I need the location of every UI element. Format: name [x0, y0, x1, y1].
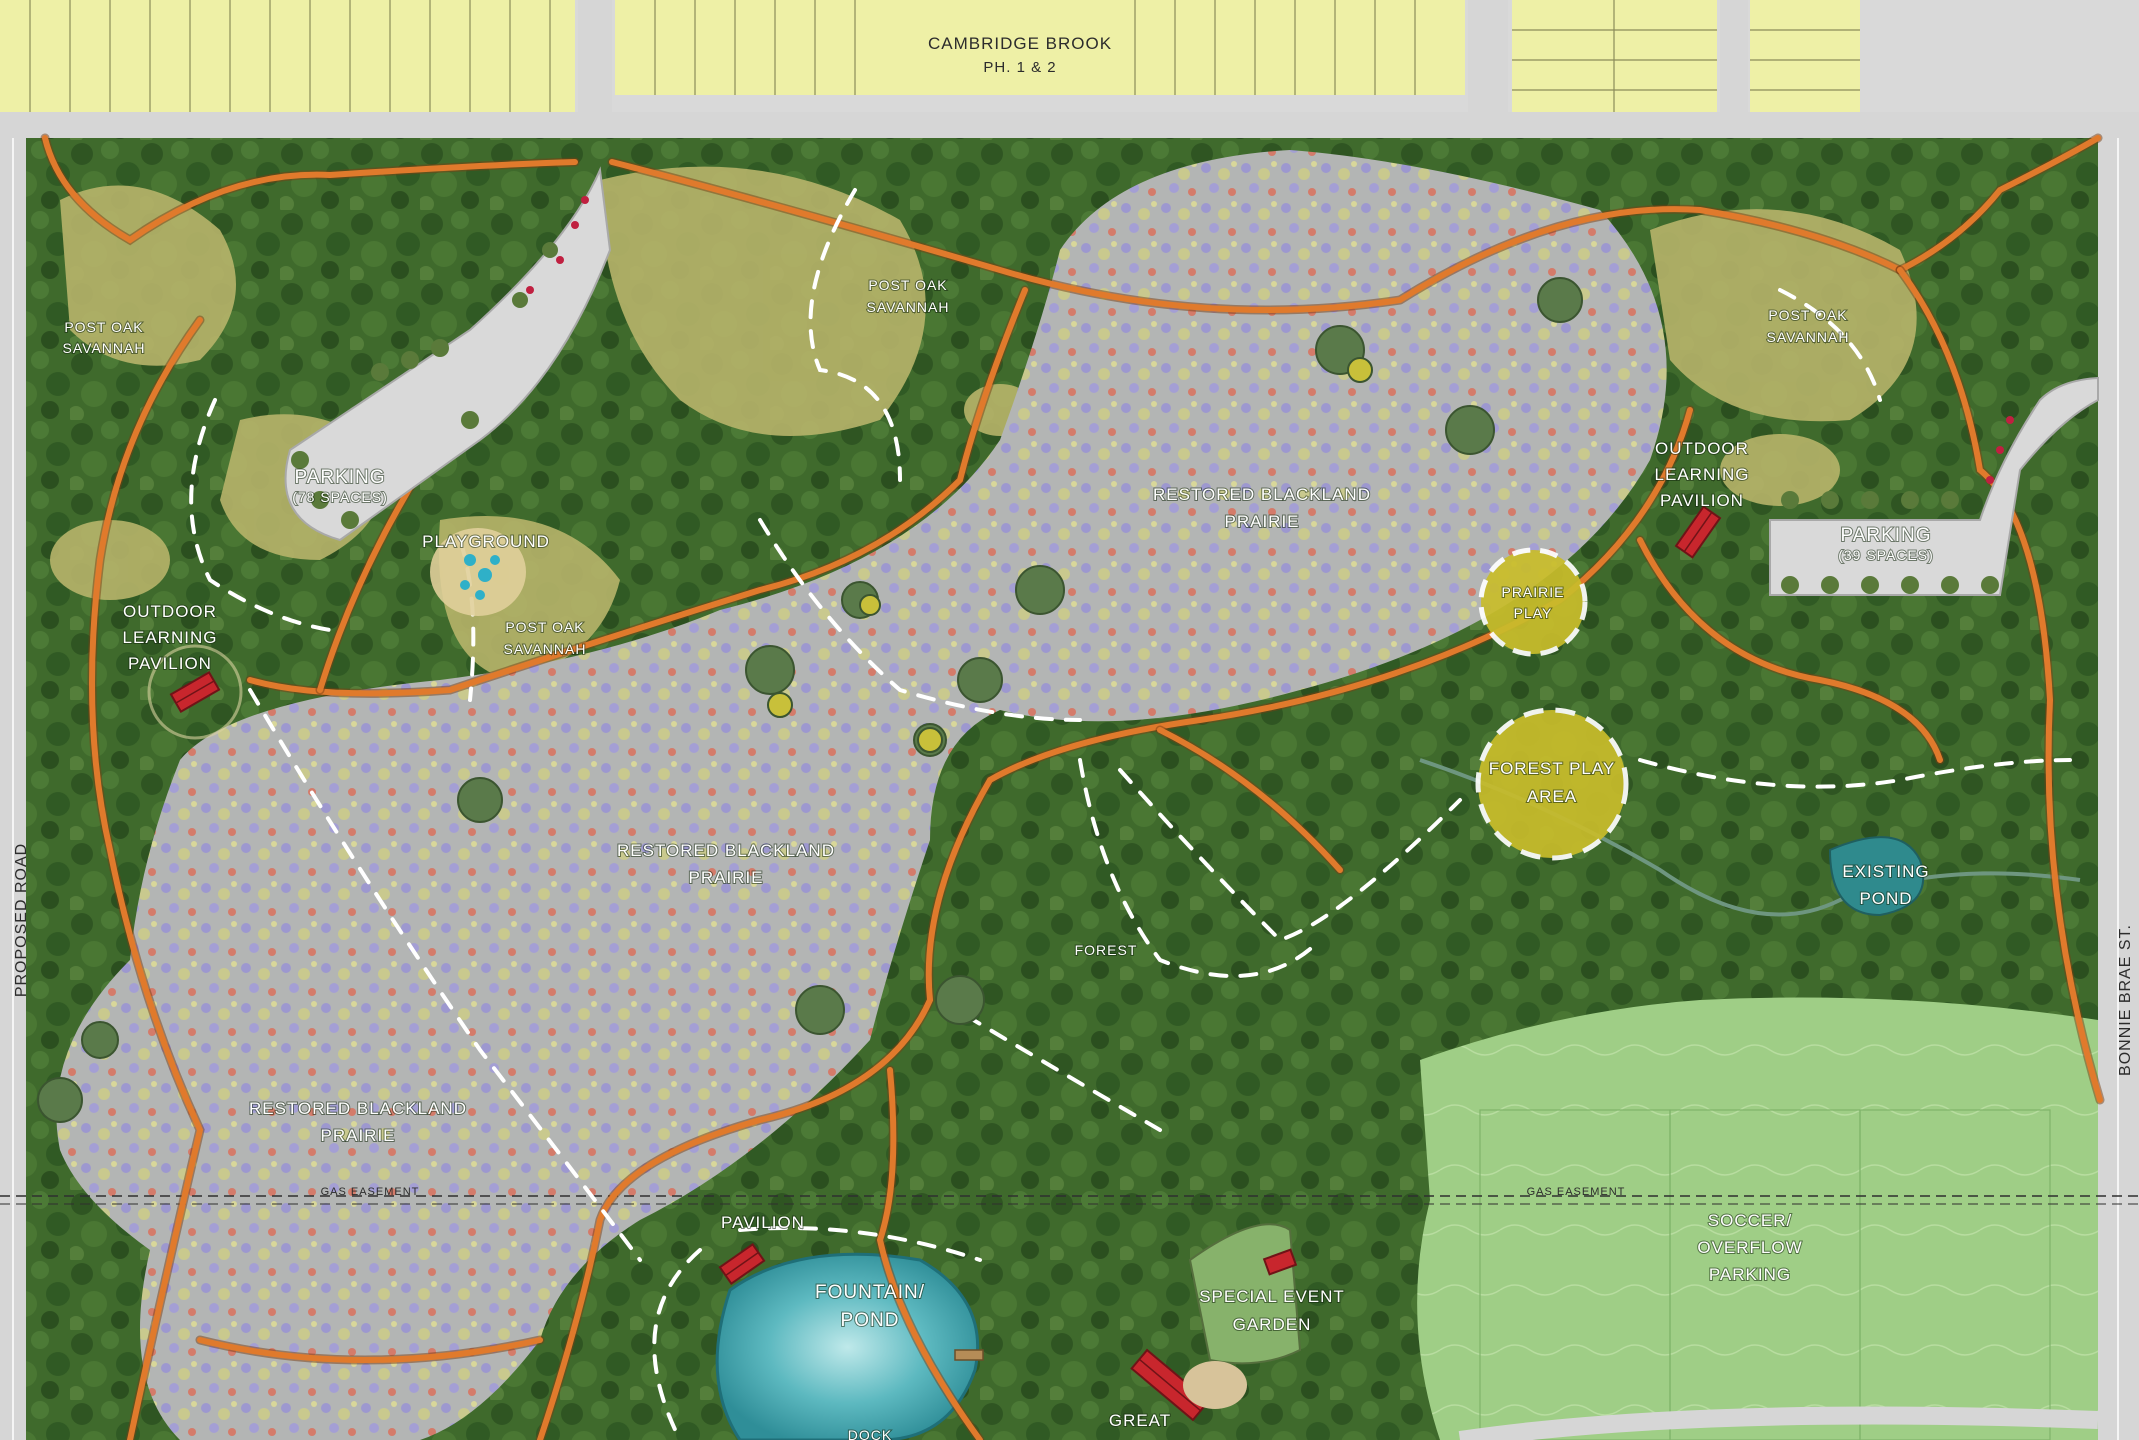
playground	[430, 528, 526, 616]
svg-text:OUTDOOR: OUTDOOR	[123, 602, 217, 621]
svg-text:EXISTING: EXISTING	[1842, 862, 1929, 881]
label-savanna-nw: POST OAK SAVANNAH	[62, 318, 146, 357]
prairie-trees	[37, 277, 1583, 1123]
pavilion-west-structure[interactable]	[169, 670, 221, 714]
existing-pond	[1828, 836, 1925, 917]
svg-text:RESTORED BLACKLAND: RESTORED BLACKLAND	[249, 1099, 467, 1118]
label-parking-west: PARKING (78 SPACES)	[291, 466, 388, 506]
svg-text:SOCCER/: SOCCER/	[1708, 1211, 1792, 1230]
soccer-overflow-field	[1417, 997, 2098, 1440]
label-pavilion-west: OUTDOOR LEARNING PAVILION	[122, 601, 218, 674]
svg-text:POST OAK: POST OAK	[1768, 307, 1847, 323]
label-savanna-north: POST OAK SAVANNAH	[866, 276, 950, 316]
prairie-play-circle[interactable]	[1478, 547, 1588, 657]
svg-text:PARKING: PARKING	[1709, 1265, 1791, 1284]
pavilion-south-structure[interactable]	[718, 1242, 766, 1286]
pavilion-east-structure[interactable]	[1674, 505, 1722, 559]
trail-network	[40, 133, 2105, 1440]
svg-text:POST OAK: POST OAK	[505, 619, 584, 635]
cambridge-brook-lots	[0, 0, 2139, 138]
svg-text:PRAIRIE: PRAIRIE	[688, 868, 763, 887]
label-gas-easement-west: GAS EASEMENT	[321, 1186, 420, 1198]
svg-text:PRAIRIE: PRAIRIE	[1224, 512, 1299, 531]
forest-play-area-circle[interactable]	[1475, 707, 1629, 861]
svg-text:POST OAK: POST OAK	[868, 277, 947, 293]
svg-text:FOUNTAIN/: FOUNTAIN/	[815, 1282, 925, 1303]
svg-text:SAVANNAH: SAVANNAH	[504, 641, 587, 657]
svg-text:PARKING: PARKING	[294, 467, 385, 488]
label-pavilion-east: OUTDOOR LEARNING PAVILION	[1654, 438, 1750, 511]
street-label-proposed-road: PROPOSED ROAD	[13, 843, 30, 997]
label-prairie-sw: RESTORED BLACKLAND PRAIRIE	[248, 1098, 467, 1146]
label-special-event: SPECIAL EVENT GARDEN	[1198, 1286, 1345, 1335]
svg-text:LEARNING: LEARNING	[123, 628, 218, 647]
svg-text:OUTDOOR: OUTDOOR	[1655, 439, 1749, 458]
svg-text:POND: POND	[1859, 889, 1912, 908]
label-savanna-center: POST OAK SAVANNAH	[503, 618, 587, 658]
street-label-bonnie-brae: BONNIE BRAE ST.	[2117, 924, 2134, 1076]
south-road	[1458, 1406, 2099, 1440]
label-forest-play: FOREST PLAY AREA	[1488, 758, 1616, 807]
svg-text:SAVANNAH: SAVANNAH	[867, 299, 950, 315]
parking-lot-west	[284, 166, 612, 542]
svg-text:PLAY: PLAY	[1514, 605, 1553, 621]
label-soccer: SOCCER/ OVERFLOW PARKING	[1696, 1210, 1802, 1285]
label-pavilion-south: PAVILION	[721, 1213, 805, 1232]
great-pavilion-plaza	[1183, 1361, 1247, 1409]
label-prairie-center: RESTORED BLACKLAND PRAIRIE	[616, 840, 835, 888]
restored-blackland-prairie-area	[56, 150, 1667, 1440]
svg-text:(78 SPACES): (78 SPACES)	[292, 489, 388, 505]
svg-text:GARDEN: GARDEN	[1233, 1315, 1312, 1334]
great-pavilion-structure[interactable]	[1130, 1348, 1210, 1422]
neighborhood-phase: PH. 1 & 2	[983, 59, 1056, 76]
soccer-field-markings	[1479, 1109, 2051, 1440]
svg-text:OVERFLOW: OVERFLOW	[1697, 1238, 1802, 1257]
parking-lot-east	[1769, 376, 2099, 596]
label-gas-easement-east: GAS EASEMENT	[1527, 1186, 1626, 1198]
label-savanna-ne: POST OAK SAVANNAH	[1766, 306, 1850, 346]
neighborhood-name: CAMBRIDGE BROOK	[928, 34, 1112, 53]
label-prairie-north: RESTORED BLACKLAND PRAIRIE	[1152, 484, 1371, 532]
label-dock: DOCK	[848, 1427, 892, 1440]
svg-text:RESTORED BLACKLAND: RESTORED BLACKLAND	[617, 841, 835, 860]
special-event-garden[interactable]	[1188, 1223, 1302, 1365]
label-existing-pond: EXISTING POND	[1841, 861, 1929, 909]
fountain-pond	[715, 1252, 980, 1440]
svg-text:LEARNING: LEARNING	[1655, 465, 1750, 484]
svg-text:RESTORED BLACKLAND: RESTORED BLACKLAND	[1153, 485, 1371, 504]
svg-text:AREA: AREA	[1527, 787, 1577, 806]
dock[interactable]	[954, 1349, 984, 1361]
svg-text:FOREST PLAY: FOREST PLAY	[1489, 759, 1616, 778]
svg-text:SAVANNAH: SAVANNAH	[63, 340, 146, 356]
label-playground: PLAYGROUND	[422, 532, 550, 551]
label-fountain-pond: FOUNTAIN/ POND	[814, 1281, 925, 1332]
svg-text:PAVILION: PAVILION	[128, 654, 212, 673]
svg-text:PRAIRIE: PRAIRIE	[1501, 584, 1564, 600]
svg-text:POND: POND	[841, 1310, 900, 1331]
svg-text:PRAIRIE: PRAIRIE	[320, 1126, 395, 1145]
secondary-paths	[189, 188, 2072, 1440]
cambridge-brook-label: CAMBRIDGE BROOK PH. 1 & 2	[928, 34, 1112, 76]
label-parking-east: PARKING (39 SPACES)	[1837, 524, 1934, 564]
pavilion-west-clearing	[147, 644, 243, 740]
svg-text:(39 SPACES): (39 SPACES)	[1838, 547, 1934, 563]
svg-text:SAVANNAH: SAVANNAH	[1767, 329, 1850, 345]
svg-text:PAVILION: PAVILION	[1660, 491, 1744, 510]
label-prairie-play: PRAIRIE PLAY	[1500, 583, 1564, 622]
label-forest: FOREST	[1075, 942, 1138, 958]
svg-text:POST OAK: POST OAK	[64, 319, 143, 335]
label-great-pavilion: GREAT	[1109, 1411, 1171, 1430]
svg-text:SPECIAL EVENT: SPECIAL EVENT	[1199, 1287, 1345, 1306]
svg-text:PARKING: PARKING	[1840, 525, 1931, 546]
